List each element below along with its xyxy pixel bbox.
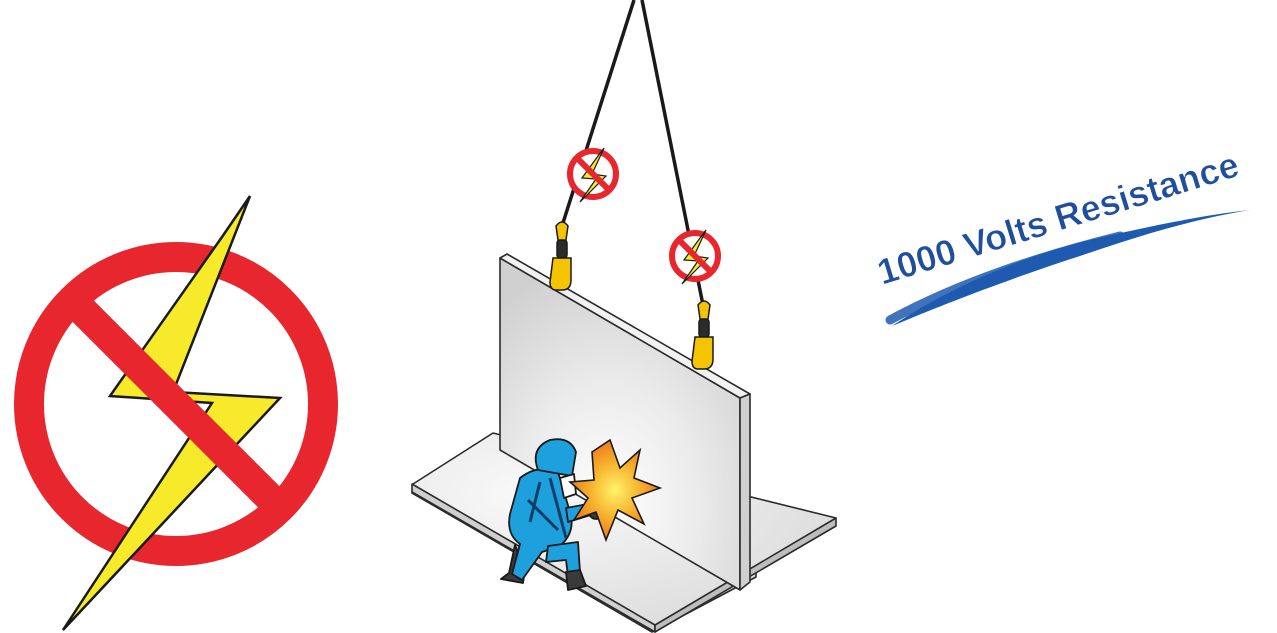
large-no-electricity-sign [14,195,338,631]
weld-spark [568,438,663,543]
lightning-bolt-icon [61,195,283,631]
right-hook [691,300,714,370]
resistance-label: 1000 Volts Resistance [872,143,1250,330]
left-hook [549,221,572,291]
prohibition-ring [14,242,338,566]
resistance-text: 1000 Volts Resistance [872,144,1243,293]
t-beam [411,253,837,633]
prohibition-slash [61,289,291,519]
small-no-electricity-icon-right [669,229,721,285]
small-no-electricity-icon-left [567,147,619,203]
